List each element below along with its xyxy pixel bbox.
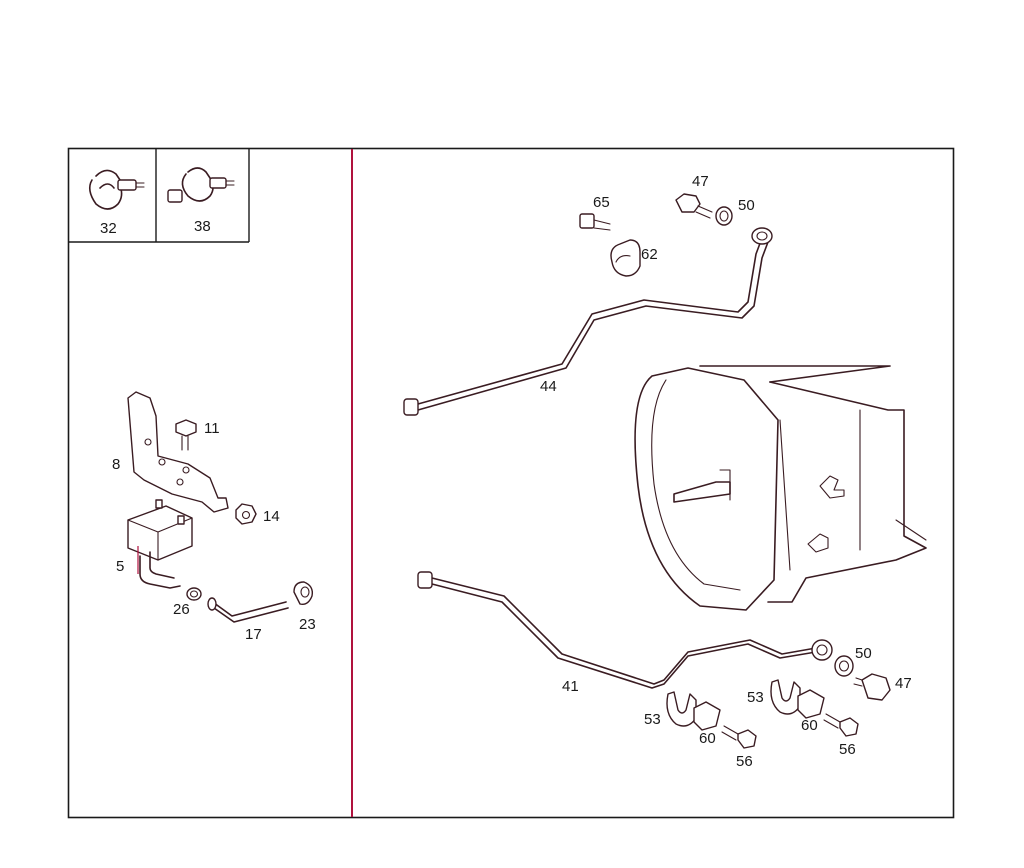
label-23: 23	[299, 616, 316, 633]
label-14: 14	[263, 508, 280, 525]
label-53b: 53	[747, 689, 764, 706]
nut-14-icon	[235, 503, 257, 525]
clamp-38-icon	[167, 167, 235, 203]
transmission-icon	[634, 365, 927, 611]
bracket-8-icon	[127, 391, 229, 513]
diagram-frame	[67, 147, 955, 819]
label-38: 38	[194, 218, 211, 235]
pipe-44-icon	[403, 227, 773, 416]
label-26: 26	[173, 601, 190, 618]
hose-17-icon	[207, 597, 289, 623]
bolt-56a-icon	[721, 725, 757, 749]
label-5: 5	[116, 558, 125, 575]
cap-23-icon	[293, 581, 314, 606]
pipe-41-icon	[417, 571, 833, 689]
sleeve-60a-icon	[693, 701, 721, 731]
reservoir-5-icon	[127, 499, 193, 589]
hollow-bolt-47b-icon	[853, 673, 891, 701]
label-11: 11	[204, 420, 220, 437]
label-53a: 53	[644, 711, 661, 728]
label-47b: 47	[895, 675, 912, 692]
bolt-11-icon	[175, 419, 197, 451]
label-56b: 56	[839, 741, 856, 758]
label-60a: 60	[699, 730, 716, 747]
bolt-56b-icon	[823, 713, 859, 737]
label-32: 32	[100, 220, 117, 237]
label-44: 44	[540, 378, 557, 395]
bolt-65-icon	[579, 213, 611, 231]
clamp-32-icon	[88, 169, 145, 210]
label-50b: 50	[855, 645, 872, 662]
clamp-53b-icon	[770, 679, 801, 715]
label-41: 41	[562, 678, 579, 695]
label-8: 8	[112, 456, 121, 473]
label-62: 62	[641, 246, 658, 263]
clamp-26-icon	[186, 587, 202, 601]
label-60b: 60	[801, 717, 818, 734]
sleeve-60b-icon	[797, 689, 825, 719]
clip-62-icon	[610, 239, 641, 277]
clamp-53a-icon	[666, 691, 697, 727]
hollow-bolt-47-icon	[675, 193, 713, 219]
label-47: 47	[692, 173, 709, 190]
label-56a: 56	[736, 753, 753, 770]
label-50: 50	[738, 197, 755, 214]
label-17: 17	[245, 626, 262, 643]
washer-50b-icon	[834, 655, 854, 677]
washer-50-icon	[715, 206, 733, 226]
label-65: 65	[593, 194, 610, 211]
